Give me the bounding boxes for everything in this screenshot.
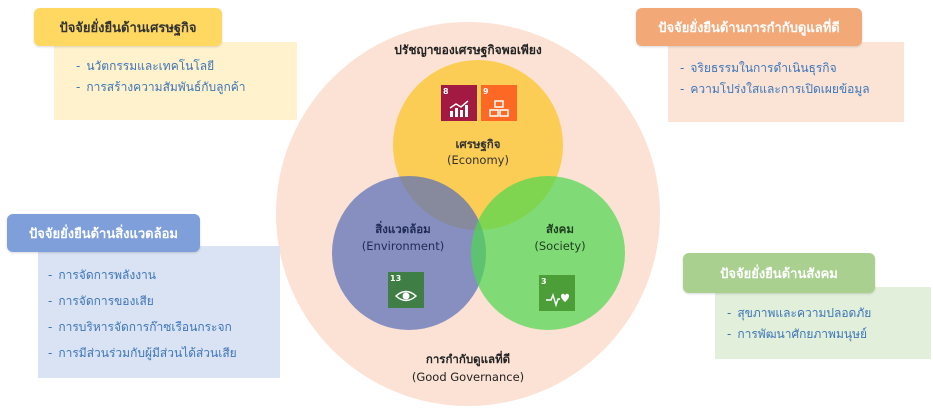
society-circle <box>471 176 625 330</box>
environment-label: สิ่งแวดล้อม (Environment) <box>348 221 458 255</box>
environment-factor-title: ปัจจัยยั่งยืนด้านสิ่งแวดล้อม <box>7 214 200 252</box>
society-label: สังคม (Society) <box>510 221 610 255</box>
economic-factor-title: ปัจจัยยั่งยืนด้านเศรษฐกิจ <box>34 8 222 46</box>
environment-label-en: (Environment) <box>361 239 445 253</box>
governance-factor-title: ปัจจัยยั่งยืนด้านการกำกับดูแลที่ดี <box>636 8 862 46</box>
society-label-en: (Society) <box>534 239 586 253</box>
list-item: -การมีส่วนร่วมกับผู้มีส่วนได้ส่วนเสีย <box>48 346 237 360</box>
growth-chart-icon <box>449 100 469 117</box>
list-item: -การบริหารจัดการก๊าซเรือนกระจก <box>48 320 232 334</box>
environment-circle <box>332 176 486 330</box>
list-item: -จริยธรรมในการดำเนินธุรกิจ <box>680 61 837 75</box>
economy-label-en: (Economy) <box>447 153 509 167</box>
social-factor-title: ปัจจัยยั่งยืนด้านสังคม <box>683 253 875 293</box>
outer-label: ปรัชญาของเศรษฐกิจพอเพียง <box>394 43 542 57</box>
list-item: -สุขภาพและความปลอดภัย <box>727 306 872 320</box>
list-item: -การสร้างความสัมพันธ์กับลูกค้า <box>76 80 246 94</box>
sdg13-number: 13 <box>390 274 402 283</box>
sdg9-tile: 9 <box>481 85 517 121</box>
sdg9-number: 9 <box>483 87 489 96</box>
cubes-icon <box>489 100 509 117</box>
sdg3-tile: 3 <box>539 275 575 311</box>
economic-factor-list: -นวัตกรรมและเทคโนโลยี -การสร้างความสัมพั… <box>54 42 297 120</box>
economy-label: เศรษฐกิจ (Economy) <box>428 136 528 168</box>
sdg8-number: 8 <box>443 87 449 96</box>
list-item: -ความโปร่งใสและการเปิดเผยข้อมูล <box>680 82 870 96</box>
heartbeat-icon <box>546 292 569 308</box>
social-factor-list: -สุขภาพและความปลอดภัย -การพัฒนาศักยภาพมน… <box>715 287 931 359</box>
society-label-th: สังคม <box>546 222 574 236</box>
sdg13-tile: 13 <box>388 272 424 308</box>
list-item: -การจัดการของเสีย <box>48 294 154 308</box>
environment-label-th: สิ่งแวดล้อม <box>375 222 431 236</box>
sdg3-number: 3 <box>541 277 547 286</box>
list-item: -การจัดการพลังงาน <box>48 268 156 282</box>
eye-globe-icon <box>395 290 417 302</box>
governance-label: การกำกับดูแลที่ดี (Good Governance) <box>398 350 538 386</box>
economy-label-th: เศรษฐกิจ <box>455 137 501 151</box>
list-item: -การพัฒนาศักยภาพมนุษย์ <box>727 327 868 341</box>
list-item: -นวัตกรรมและเทคโนโลยี <box>76 59 215 73</box>
governance-factor-list: -จริยธรรมในการดำเนินธุรกิจ -ความโปร่งใสแ… <box>668 42 904 122</box>
environment-factor-list: -การจัดการพลังงาน -การจัดการของเสีย -การ… <box>38 246 280 378</box>
governance-label-en: (Good Governance) <box>411 370 525 384</box>
governance-label-th: การกำกับดูแลที่ดี <box>425 352 511 366</box>
sdg8-tile: 8 <box>441 85 477 121</box>
